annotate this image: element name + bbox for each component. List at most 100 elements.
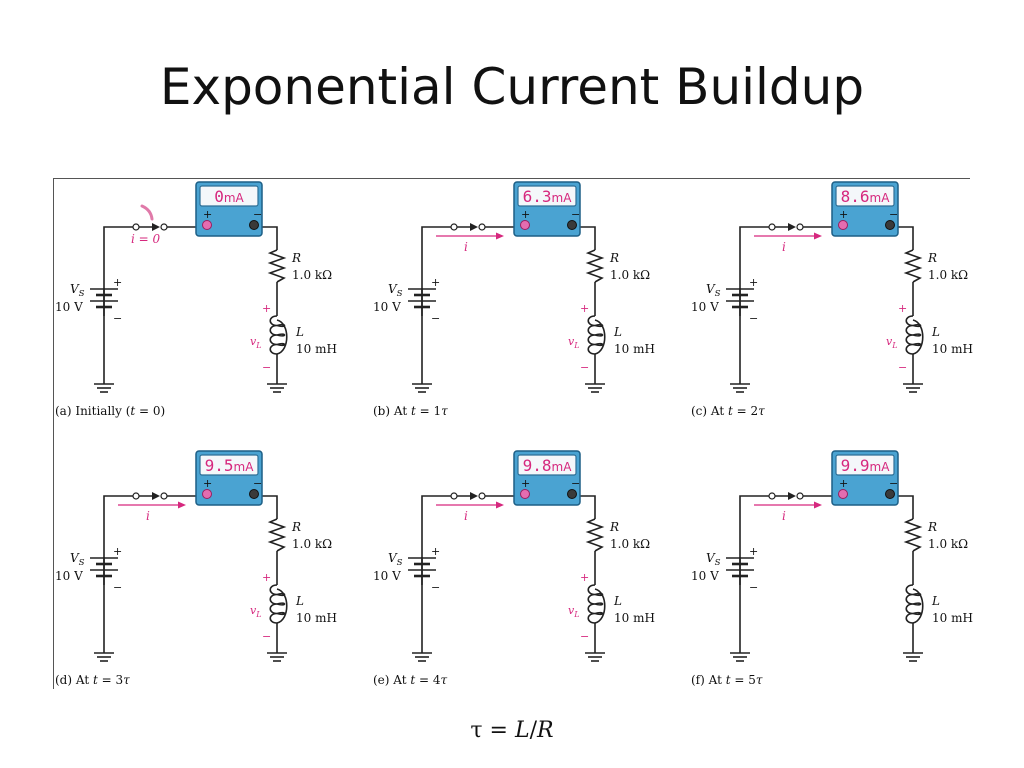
meter-plus-terminal [838,489,848,499]
switch-contact [796,223,804,231]
source-value: 10 V [373,300,401,314]
switch-contact [132,223,140,231]
panel-caption: (a) Initially (t = 0) [55,404,165,418]
meter-plus-terminal [520,489,530,499]
battery-minus-sign: − [431,581,440,594]
panel-caption: (b) At t = 1τ [373,404,448,418]
switch-contact [160,492,168,500]
inductor-coil-loop [276,333,286,337]
resistor-zigzag [903,249,923,283]
battery-plus-sign: + [113,545,122,558]
inductor-voltage-label: vL [250,335,261,350]
formula-inductance: L [514,718,530,743]
ammeter-reading: 8.6mA [841,187,891,206]
switch-arrow [470,492,478,500]
source-value: 10 V [691,569,719,583]
resistor-zigzag [267,249,287,283]
inductor-plus-sign: + [580,571,589,584]
battery-plus-sign: + [749,276,758,289]
inductor-coil [905,584,914,624]
switch-contact [132,492,140,500]
meter-plus-sign: + [521,208,530,221]
inductor-symbol: L [295,594,304,608]
resistor-zigzag [585,518,605,552]
resistor-value: 1.0 kΩ [292,537,332,551]
meter-plus-sign: + [839,208,848,221]
battery-plus-sign: + [113,276,122,289]
switch-contact [160,223,168,231]
inductor-coil-back [912,319,924,355]
resistor-value: 1.0 kΩ [610,537,650,551]
current-label: i [464,240,468,254]
inductor-coil-loop [912,342,922,347]
current-arrowhead [178,501,186,509]
inductor-coil-loop [912,602,922,606]
current-arrowhead [496,232,504,240]
left-wire [421,495,451,653]
resistor-value: 1.0 kΩ [928,537,968,551]
ammeter-reading: 9.8mA [523,456,573,475]
left-wire [739,495,769,653]
ammeter-display [199,185,259,207]
inductor-voltage-label: vL [250,604,261,619]
resistor-symbol: R [291,520,301,534]
switch-contact [450,492,458,500]
meter-plus-sign: + [521,477,530,490]
meter-minus-terminal [249,489,259,499]
inductor-plus-sign: + [898,302,907,315]
inductor-value: 10 mH [296,611,337,625]
battery-minus-sign: − [113,312,122,325]
slide-title: Exponential Current Buildup [159,58,865,116]
inductor-value: 10 mH [932,342,973,356]
inductor-coil-back [912,588,924,624]
formula-equals: = [482,718,515,743]
current-arrowhead [496,501,504,509]
resistor-symbol: R [927,251,937,265]
inductor-coil [587,584,596,624]
inductor-value: 10 mH [932,611,973,625]
ammeter-reading: 6.3mA [523,187,573,206]
source-symbol: VS [388,551,403,568]
tau-symbol: τ [470,718,483,743]
inductor-minus-sign: − [580,361,589,374]
current-arrowhead [814,501,822,509]
inductor-coil [269,315,278,355]
source-symbol: VS [706,551,721,568]
meter-plus-terminal [202,220,212,230]
resistor-value: 1.0 kΩ [292,268,332,282]
resistor-value: 1.0 kΩ [928,268,968,282]
meter-to-resistor-wire [898,495,914,519]
inductor-coil-loop [594,333,604,337]
meter-minus-sign: − [889,208,898,221]
inductor-coil-loop [594,342,604,347]
figure-frame [53,178,970,689]
inductor-symbol: L [613,594,622,608]
inductor-voltage-label: vL [568,335,579,350]
switch-contact [768,492,776,500]
inductor-minus-sign: − [580,630,589,643]
source-symbol: VS [388,282,403,299]
inductor-coil [269,584,278,624]
inductor-minus-sign: − [262,630,271,643]
switch-contact [768,223,776,231]
meter-minus-sign: − [571,477,580,490]
resistor-value: 1.0 kΩ [610,268,650,282]
meter-to-resistor-wire [898,226,914,250]
ammeter-display [835,454,895,476]
time-constant-formula: τ = L/R [0,718,1024,743]
ammeter-reading: 9.9mA [841,456,891,475]
inductor-value: 10 mH [296,342,337,356]
ammeter-reading: 9.5mA [205,456,255,475]
switch-closing-arrow [140,204,154,221]
meter-minus-sign: − [571,208,580,221]
meter-minus-terminal [885,489,895,499]
inductor-voltage-label: vL [886,335,897,350]
inductor-plus-sign: + [262,302,271,315]
current-label: i = 0 [131,232,161,246]
switch-contact [478,492,486,500]
meter-minus-sign: − [889,477,898,490]
formula-slash: / [529,718,538,743]
